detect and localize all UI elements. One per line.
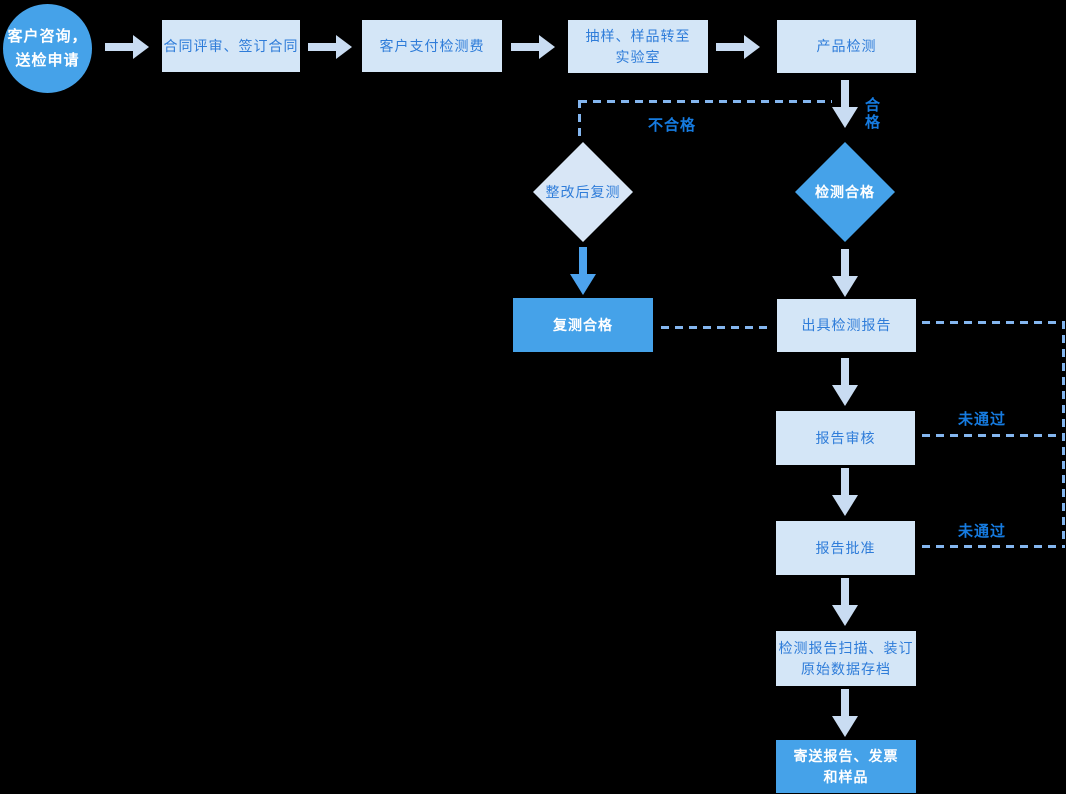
node-contract-review: 合同评审、签订合同 — [162, 20, 300, 72]
node-product-testing: 产品检测 — [777, 20, 916, 73]
node-delivery: 寄送报告、发票 和样品 — [776, 740, 916, 793]
flow-arrow-right-icon — [105, 35, 149, 59]
node-test-qualified: 检测合格 — [795, 142, 895, 242]
dashed-connector-fail-v — [578, 100, 581, 138]
flow-arrow-down-icon — [832, 578, 858, 626]
node-sampling-line1: 抽样、样品转至 — [585, 27, 691, 44]
edge-label-fail: 不合格 — [648, 117, 697, 134]
dashed-connector-return-top — [922, 321, 1065, 324]
node-product-testing-label: 产品检测 — [816, 38, 877, 54]
node-delivery-line1: 寄送报告、发票 — [793, 747, 899, 764]
node-archive-line2: 原始数据存档 — [801, 660, 891, 677]
node-retest-qualified-label: 复测合格 — [553, 316, 613, 333]
node-issue-report: 出具检测报告 — [777, 299, 916, 352]
flow-arrow-down-icon — [832, 80, 858, 128]
node-report-review-label: 报告审核 — [815, 429, 876, 446]
node-issue-report-label: 出具检测报告 — [801, 317, 892, 333]
flow-arrow-down-icon — [832, 468, 858, 516]
flow-arrow-down-icon — [832, 358, 858, 406]
node-sampling-line2: 实验室 — [615, 48, 661, 65]
node-contract-review-label: 合同评审、签订合同 — [163, 37, 299, 54]
edge-label-not-passed-approval: 未通过 — [958, 523, 1007, 540]
dashed-connector-retest-report — [661, 326, 771, 329]
node-delivery-line2: 和样品 — [823, 768, 869, 785]
node-archive-line1: 检测报告扫描、装订 — [778, 639, 914, 656]
flow-arrow-right-icon — [716, 35, 760, 59]
node-archive: 检测报告扫描、装订 原始数据存档 — [776, 631, 916, 686]
dashed-connector-fail-h — [579, 100, 832, 103]
node-report-review: 报告审核 — [776, 411, 915, 465]
flow-arrow-right-icon — [511, 35, 555, 59]
node-customer-payment-label: 客户支付检测费 — [379, 37, 485, 54]
node-sampling: 抽样、样品转至 实验室 — [568, 20, 708, 73]
flow-arrow-down-icon — [570, 247, 596, 295]
node-start-line2: 送检申请 — [15, 51, 80, 69]
dashed-connector-review-fail — [922, 434, 1065, 437]
edge-label-not-passed-review: 未通过 — [958, 411, 1007, 428]
node-report-approval-label: 报告批准 — [815, 539, 876, 556]
node-retest-qualified: 复测合格 — [513, 298, 653, 352]
flow-arrow-down-icon — [832, 689, 858, 737]
node-start: 客户咨询， 送检申请 — [3, 4, 92, 93]
node-retest-after-rectification: 整改后复测 — [533, 142, 633, 242]
dashed-connector-approval-fail — [922, 545, 1065, 548]
node-test-qualified-label: 检测合格 — [815, 184, 875, 200]
flow-arrow-down-icon — [832, 249, 858, 297]
edge-label-pass: 合格 — [863, 97, 880, 131]
node-customer-payment: 客户支付检测费 — [362, 20, 502, 72]
node-report-approval: 报告批准 — [776, 521, 915, 575]
flow-arrow-right-icon — [308, 35, 352, 59]
node-start-line1: 客户咨询， — [7, 27, 88, 45]
node-retest-label: 整改后复测 — [545, 184, 621, 200]
